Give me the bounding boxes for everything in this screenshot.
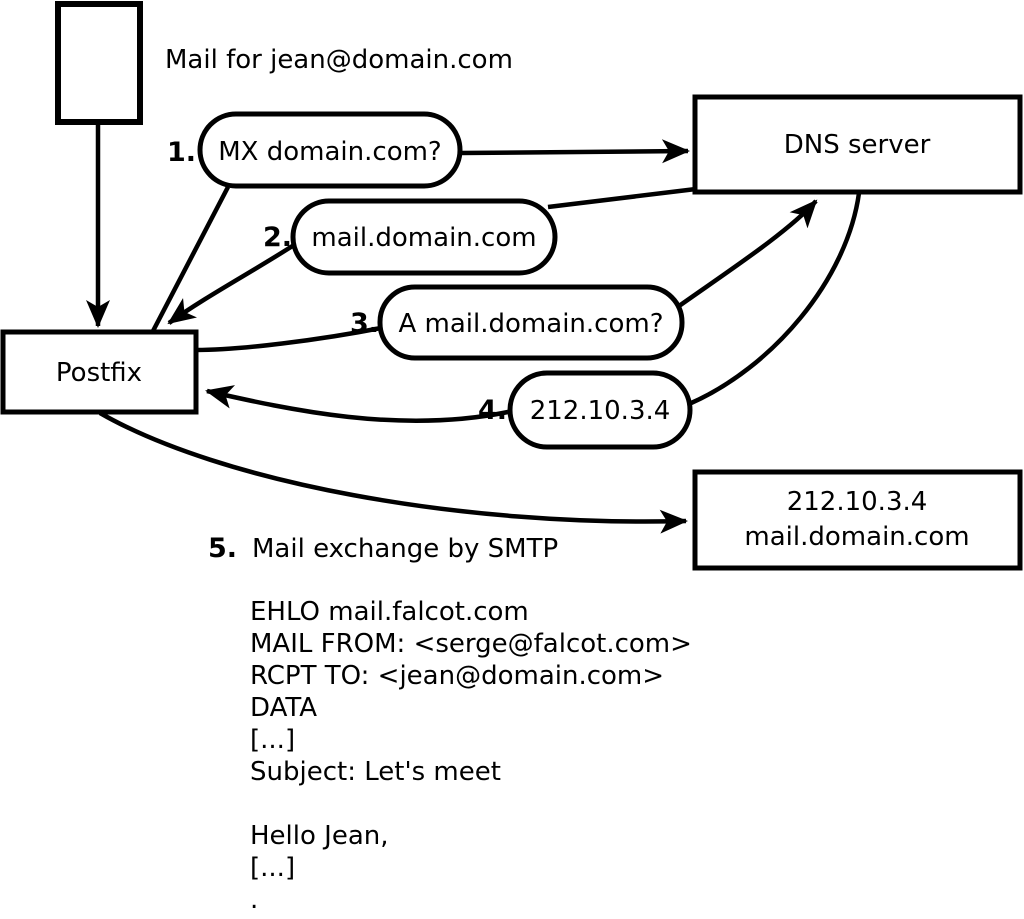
postfix-label: Postfix bbox=[56, 358, 142, 388]
bubble-a-answer-label: 212.10.3.4 bbox=[530, 396, 671, 426]
smtp-line: EHLO mail.falcot.com bbox=[250, 597, 529, 627]
arrow-a-query-to-dns bbox=[677, 199, 818, 308]
bubble-a-query bbox=[377, 284, 685, 361]
smtp-line: MAIL FROM: <serge@falcot.com> bbox=[250, 629, 692, 659]
bubble-mx-answer bbox=[290, 198, 558, 276]
bubble-a-answer bbox=[507, 370, 693, 450]
mail-server-hostname: mail.domain.com bbox=[744, 522, 969, 552]
step-2-number: 2. bbox=[263, 222, 292, 253]
arrow-mx-query-to-dns bbox=[459, 139, 690, 164]
arrow-postfix-to-mail-server bbox=[98, 411, 688, 534]
step-3-number: 3. bbox=[350, 308, 379, 339]
arrow-mx-answer-to-postfix bbox=[167, 243, 296, 325]
postfix-node bbox=[0, 329, 199, 415]
edge-postfix-to-mx-query bbox=[151, 185, 230, 333]
smtp-line: DATA bbox=[250, 693, 317, 723]
dns-server-label: DNS server bbox=[784, 130, 931, 160]
smtp-line: Hello Jean, bbox=[250, 821, 389, 851]
step-4-number: 4. bbox=[478, 395, 507, 426]
mail-server-ip: 212.10.3.4 bbox=[787, 487, 928, 517]
bubble-mx-query-label: MX domain.com? bbox=[218, 137, 441, 167]
smtp-line: Subject: Let's meet bbox=[250, 757, 501, 787]
edge-dns-to-a-answer bbox=[688, 192, 862, 407]
step-5-number: 5. bbox=[208, 533, 237, 564]
smtp-line: [...] bbox=[250, 853, 295, 883]
smtp-line: RCPT TO: <jean@domain.com> bbox=[250, 661, 664, 691]
step-5-label: Mail exchange by SMTP bbox=[252, 534, 558, 564]
bubble-a-query-label: A mail.domain.com? bbox=[399, 309, 664, 339]
edge-dns-to-mx-answer bbox=[547, 186, 697, 210]
arrow-a-answer-to-postfix bbox=[205, 385, 509, 424]
smtp-line: [...] bbox=[250, 725, 295, 755]
smtp-line: . bbox=[250, 885, 258, 915]
bubble-mx-query bbox=[197, 111, 463, 189]
diagram-caption: Mail for jean@domain.com bbox=[165, 45, 513, 75]
edge-postfix-to-a-query bbox=[195, 325, 382, 353]
dns-server-node bbox=[692, 94, 1023, 195]
mail-server-node bbox=[692, 469, 1023, 571]
step-1-number: 1. bbox=[167, 137, 196, 168]
smtp-session-block: EHLO mail.falcot.com MAIL FROM: <serge@f… bbox=[250, 597, 692, 915]
mail-message-icon bbox=[55, 1, 143, 125]
bubble-mx-answer-label: mail.domain.com bbox=[311, 223, 536, 253]
